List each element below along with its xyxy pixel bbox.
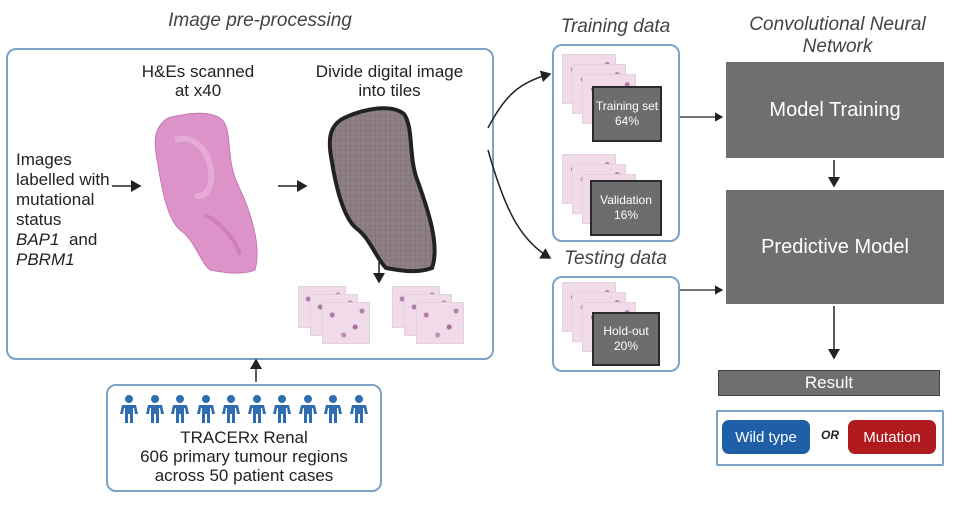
tile-stack-right — [392, 286, 472, 348]
validation-box: Validation 16% — [590, 180, 662, 236]
cohort-regions: 606 primary tumour regions — [140, 447, 348, 466]
gene-pbrm1: PBRM1 — [16, 250, 75, 269]
mutation-badge: Mutation — [848, 420, 936, 454]
testing-data-header: Testing data — [564, 248, 667, 269]
holdout-box: Hold-out 20% — [592, 312, 660, 366]
person-icon — [273, 395, 291, 423]
person-icon — [196, 395, 215, 423]
result-box: Result — [718, 370, 940, 396]
person-icons-row — [114, 392, 370, 426]
wild-type-badge: Wild type — [722, 420, 810, 454]
training-set-box: Training set 64% — [592, 86, 662, 142]
gene-line-2: PBRM1 — [16, 250, 126, 270]
cohort-patients: across 50 patient cases — [154, 466, 334, 485]
person-icon — [222, 395, 240, 423]
model-training-box: Model Training — [726, 62, 944, 158]
person-icon — [298, 395, 317, 423]
tile-stack-left — [298, 286, 378, 348]
person-icon — [120, 395, 138, 423]
cohort-text: TRACERx Renal 606 primary tumour regions… — [106, 428, 382, 485]
arrow-to-training — [487, 70, 552, 129]
tiled-tissue-image — [327, 106, 437, 274]
person-icon — [145, 395, 164, 423]
person-icon — [247, 395, 266, 423]
cohort-name: TRACERx Renal — [180, 428, 308, 447]
person-icon — [349, 395, 368, 423]
he-scanned-label: H&Es scanned at x40 — [141, 62, 255, 100]
cnn-header: Convolutional Neural Network — [749, 14, 926, 57]
person-icon — [171, 395, 189, 423]
gene-line: BAP1 and — [16, 230, 126, 250]
person-icon — [324, 395, 342, 423]
divide-tiles-label: Divide digital image into tiles — [315, 62, 464, 100]
images-labelled-label: Images labelled with mutational status — [16, 150, 110, 229]
predictive-model-box: Predictive Model — [726, 190, 944, 304]
images-labelled-text: Images labelled with mutational status B… — [16, 150, 126, 270]
or-word: OR — [821, 428, 839, 442]
training-data-header: Training data — [560, 16, 671, 37]
preprocessing-header: Image pre-processing — [168, 10, 352, 31]
arrow-to-testing — [487, 149, 552, 259]
and-word: and — [68, 230, 98, 249]
gene-bap1: BAP1 — [16, 230, 60, 249]
